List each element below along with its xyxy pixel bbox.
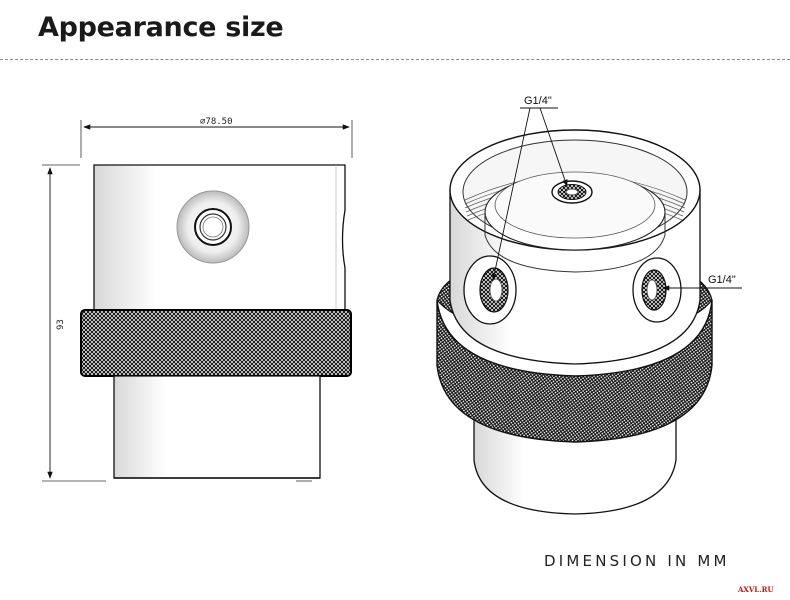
side-port-label: G1/4" <box>708 274 736 286</box>
top-port-label: G1/4" <box>524 95 552 107</box>
height-dimension: 93 <box>42 164 106 482</box>
watermark: AXVL.RU <box>738 585 774 594</box>
height-label: 93 <box>56 319 66 330</box>
iso-view: G1/4" G1/4" <box>436 95 742 515</box>
iso-left-port <box>463 255 517 325</box>
diameter-label: ⌀78.50 <box>200 117 233 127</box>
knurled-ring <box>80 309 352 377</box>
dimension-unit-note: DIMENSION IN MM <box>544 552 730 570</box>
diameter-dimension: ⌀78.50 <box>80 117 353 158</box>
page-title: Appearance size <box>38 12 284 43</box>
title-divider <box>0 59 790 60</box>
iso-top-port <box>551 180 593 204</box>
iso-right-port <box>632 257 682 323</box>
front-view: ⌀78.50 93 <box>42 117 353 482</box>
lower-body <box>113 375 321 479</box>
front-port-hole <box>176 190 250 264</box>
iso-knurled-ring <box>436 299 713 443</box>
side-port-callout: G1/4" <box>662 274 742 291</box>
top-port-callout: G1/4" <box>491 95 568 281</box>
